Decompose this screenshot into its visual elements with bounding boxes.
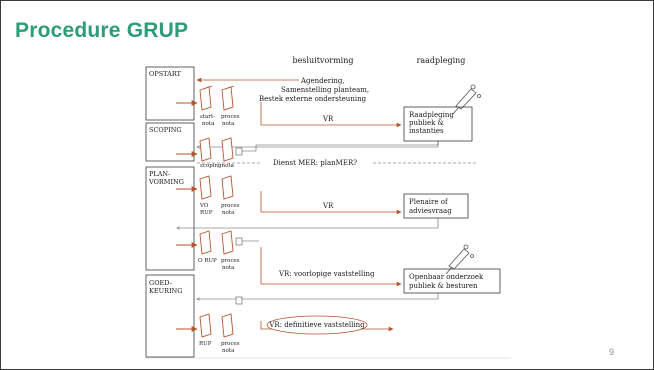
phase-box-goedkeuring (145, 274, 195, 358)
doc-vorup-1: VO (199, 203, 209, 209)
doc-procesnota-2: nota (222, 121, 235, 127)
scoping-connector (242, 141, 439, 152)
return-arrow-1 (197, 141, 439, 147)
header-raadpleging: raadpleging (417, 56, 466, 65)
document-icon (221, 85, 235, 111)
consult-openbaar-2: publiek & besturen (409, 282, 478, 290)
megaphone-icon (445, 244, 474, 275)
dienst-mer-label: Dienst MER: planMER? (273, 159, 357, 167)
return-arrow-2 (177, 218, 439, 228)
document-icon (235, 147, 243, 156)
document-icon (199, 313, 234, 338)
phase-label-plan: PLAN- (149, 170, 170, 178)
phase-label-goed: GOED- (149, 279, 172, 287)
doc-procesnota-8: nota (222, 348, 235, 354)
doc-startnota-1: start- (200, 114, 215, 120)
doc-procesnota-1: proces (221, 114, 240, 120)
consult-plenaire-1: Plenaire of (409, 198, 449, 206)
consult-raadpleging-1: Raadpleging (409, 111, 454, 119)
vr-flow-2 (260, 191, 402, 215)
doc-startnota-2: nota (202, 121, 215, 127)
agenda-line-2: Samenstelling planteam, (281, 86, 369, 94)
document-icon (199, 137, 234, 162)
doc-procesnota-5: proces (221, 258, 240, 264)
vr-definitieve-ellipse (266, 315, 368, 335)
consult-plenaire-2: adviesvraag (409, 207, 452, 215)
phase-label-keuring: KEURING (149, 287, 182, 295)
vr-label-1: VR (322, 115, 334, 123)
page-number: 9 (608, 347, 614, 357)
doc-procesnota-6: nota (222, 265, 235, 271)
document-icon (199, 230, 234, 255)
vr-flow-3 (260, 247, 402, 287)
return-arrow-3 (197, 293, 439, 299)
header-besluitvorming: besluitvorming (292, 56, 353, 65)
vr-definitieve-label: VR: definitieve vaststelling (268, 321, 365, 329)
document-icon (199, 85, 213, 111)
doc-orup: O RUP (198, 258, 217, 264)
agenda-line-1: Agendering, (300, 77, 345, 85)
vr-voorlopige-label: VR: voorlopige vaststelling (278, 270, 375, 278)
phase-box-planvorming (145, 166, 195, 271)
vr-label-2: VR (322, 202, 334, 210)
consult-box-openbaar (403, 268, 501, 294)
document-icon (199, 175, 234, 200)
doc-procesnota-7: proces (221, 341, 240, 347)
consult-raadpleging-2: publiek & (409, 119, 444, 127)
phase-label-opstart: OPSTART (149, 70, 182, 78)
consult-openbaar-1: Openbaar onderzoek (409, 273, 484, 281)
document-icon (235, 296, 243, 305)
document-icon (235, 237, 243, 246)
slide-title: Procedure GRUP (15, 19, 189, 42)
consult-box-plenaire (403, 193, 469, 219)
phase-label-scoping: SCOPING (149, 126, 182, 134)
doc-rup: RUP (199, 341, 212, 347)
consult-box-raadpleging (403, 106, 473, 142)
phase-label-vorming: VORMING (148, 178, 184, 186)
doc-procesnota-4: nota (222, 210, 235, 216)
agenda-line-3: Bestek externe ondersteuning (259, 95, 367, 103)
doc-scopingnota: scopingnota (200, 163, 235, 169)
doc-procesnota-3: proces (221, 203, 240, 209)
phase-box-scoping (145, 122, 195, 162)
megaphone-icon (452, 84, 481, 115)
vr-flow-1 (260, 102, 402, 128)
consult-raadpleging-3: instanties (409, 127, 444, 135)
doc-vorup-2: RUP (200, 210, 213, 216)
phase-box-opstart (145, 66, 195, 121)
